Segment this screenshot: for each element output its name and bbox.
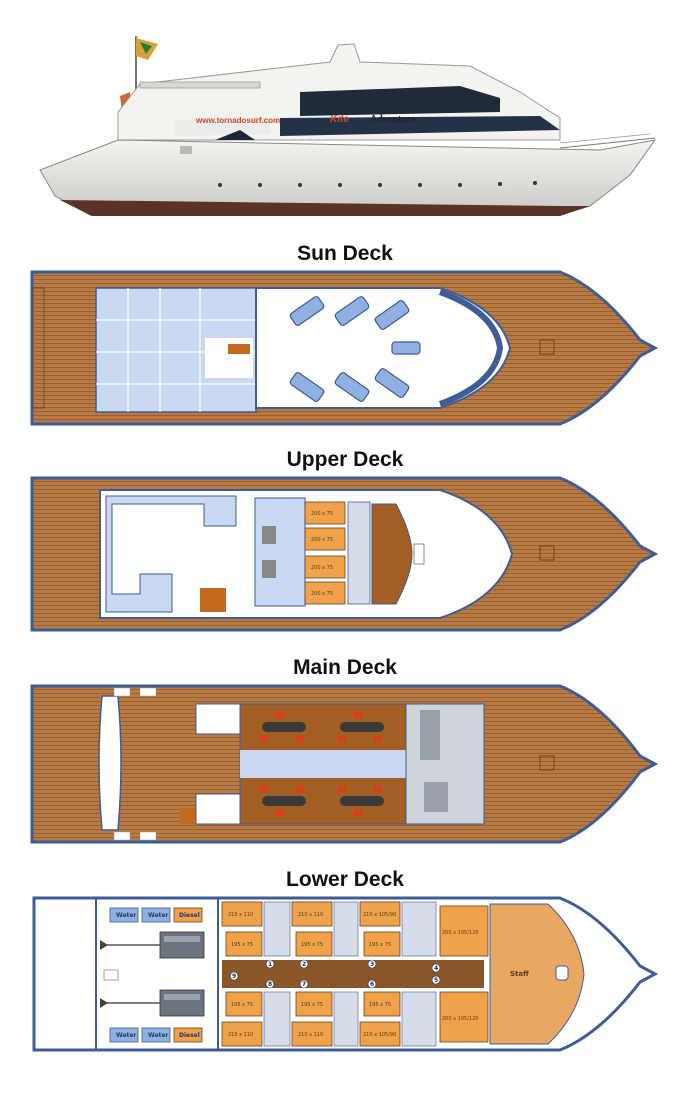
svg-text:2: 2 — [302, 961, 306, 968]
lower-deck-title: Lower Deck — [286, 868, 404, 891]
svg-text:Water: Water — [148, 912, 168, 919]
svg-text:200 x 105/120: 200 x 105/120 — [442, 1016, 478, 1022]
svg-text:4: 4 — [434, 965, 438, 972]
svg-text:9: 9 — [232, 973, 236, 980]
main-deck-title: Main Deck — [293, 656, 397, 679]
svg-text:200 x 75: 200 x 75 — [311, 537, 333, 543]
website-text: www.tornadosurf.com — [195, 116, 280, 125]
svg-text:200 x 75: 200 x 75 — [311, 565, 333, 571]
svg-text:195 x 75: 195 x 75 — [369, 942, 391, 948]
svg-text:Water: Water — [116, 1032, 136, 1039]
upper-deck-title: Upper Deck — [286, 448, 404, 471]
svg-text:7: 7 — [302, 981, 306, 988]
svg-text:210 x 110: 210 x 110 — [298, 1032, 323, 1038]
brand-kite-text: Kite — [330, 114, 349, 125]
svg-text:210 x 110: 210 x 110 — [298, 912, 323, 918]
yacht-photo: www.tornadosurf.com Kite Adventure — [39, 36, 657, 216]
sun-deck-title: Sun Deck — [297, 242, 393, 265]
svg-text:195 x 75: 195 x 75 — [301, 942, 323, 948]
svg-text:210 x 105/90: 210 x 105/90 — [363, 912, 396, 918]
upper-deck-cabins: 200 x 75 200 x 75 200 x 75 200 x 75 — [304, 501, 346, 605]
lower-cabins-top — [221, 901, 489, 957]
svg-text:195 x 75: 195 x 75 — [231, 942, 253, 948]
tanks-top: Water Water Diesel — [109, 907, 203, 923]
sun-deck-plan — [30, 270, 659, 426]
svg-text:3: 3 — [370, 961, 374, 968]
svg-text:1: 1 — [268, 961, 272, 968]
lower-deck-plan: Water Water Diesel Water Water Diesel — [32, 896, 659, 1052]
main-deck-plan — [30, 684, 659, 844]
svg-text:6: 6 — [370, 981, 374, 988]
svg-text:200 x 75: 200 x 75 — [311, 591, 333, 597]
svg-text:195 x 75: 195 x 75 — [369, 1002, 391, 1008]
staff-label: Staff — [510, 970, 529, 978]
svg-text:210 x 105/90: 210 x 105/90 — [363, 1032, 396, 1038]
brand-adventure-text: Adventure — [370, 114, 416, 125]
tanks-bottom: Water Water Diesel — [109, 1027, 203, 1043]
svg-text:200 x 105/120: 200 x 105/120 — [442, 930, 478, 936]
svg-text:210 x 110: 210 x 110 — [228, 912, 253, 918]
svg-text:200 x 75: 200 x 75 — [311, 511, 333, 517]
engine-icon — [100, 931, 205, 1017]
svg-text:Water: Water — [116, 912, 136, 919]
svg-text:8: 8 — [268, 981, 272, 988]
svg-text:195 x 75: 195 x 75 — [231, 1002, 253, 1008]
svg-text:Diesel: Diesel — [179, 912, 200, 919]
svg-text:Diesel: Diesel — [179, 1032, 200, 1039]
svg-text:Water: Water — [148, 1032, 168, 1039]
svg-text:210 x 110: 210 x 110 — [228, 1032, 253, 1038]
upper-deck-plan: 200 x 75 200 x 75 200 x 75 200 x 75 — [30, 476, 659, 632]
svg-text:195 x 75: 195 x 75 — [301, 1002, 323, 1008]
svg-text:5: 5 — [434, 977, 438, 984]
lower-cabins-bottom — [221, 991, 489, 1047]
